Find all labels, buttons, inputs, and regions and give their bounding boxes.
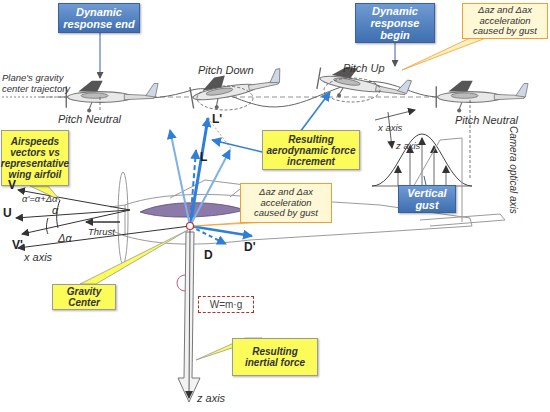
label-text: z axis [396, 140, 420, 151]
stabilizer [420, 214, 505, 226]
plane-pitch-up [316, 62, 412, 109]
pointer [100, 32, 101, 78]
response-end-box: Dynamic response end [58, 3, 140, 33]
label-text: V' [12, 238, 23, 252]
gust-box: Vertical gust [398, 185, 456, 213]
box-text: W=m·g [210, 299, 243, 310]
gust-profile [372, 134, 472, 186]
label-text: L' [212, 112, 222, 126]
label-text: α'=α+Δα [22, 193, 58, 204]
box-text: Gravity Center [56, 286, 112, 308]
label-text: Thrust [88, 226, 115, 237]
box-text: Vertical gust [402, 187, 452, 211]
inertial-force-callout: Resulting inertial force [232, 338, 318, 376]
gust-arrow [410, 146, 411, 186]
label-text: x axis [378, 122, 402, 133]
label-text: Camera optical axis [508, 126, 519, 214]
propeller [118, 172, 128, 264]
weight-box: W=m·g [198, 296, 254, 313]
pointer [300, 92, 330, 132]
label-text: z axis [197, 392, 225, 404]
label-text: Pitch Down [198, 64, 254, 76]
x-axis-small [375, 110, 415, 120]
label-text: Plane's gravity center trajectory [2, 72, 74, 94]
gust-arrow [422, 138, 423, 186]
box-text: Δaz and Δax acceleration caused by gust [244, 187, 328, 218]
box-text: Resulting aerodynamic force increment [266, 134, 356, 167]
pointer [80, 230, 188, 284]
optical-axis [100, 97, 101, 112]
pointer [212, 140, 262, 152]
box-text: Airspeeds vectors vs representative wing… [1, 136, 69, 180]
label-text: Pitch Up [343, 62, 385, 74]
label-text: x axis [24, 251, 52, 263]
box-text: Resulting inertial force [236, 346, 314, 368]
airspeed-callout: Airspeeds vectors vs representative wing… [1, 130, 69, 186]
pitch-arcs [100, 78, 470, 180]
label-text: D' [244, 240, 256, 254]
plane-neutral-right [436, 81, 528, 113]
trajectory-tail [0, 97, 60, 98]
response-begin-box: Dynamic response begin [355, 3, 435, 43]
box-text: Dynamic response begin [359, 5, 431, 41]
label-text: V [8, 178, 16, 192]
label-text: α [52, 204, 58, 216]
box-text: Δaz and Δax acceleration caused by gust [466, 5, 544, 36]
label-text: U [3, 206, 12, 220]
gust-arrow [446, 166, 447, 186]
label-text: D [204, 248, 213, 262]
gust-callout: Δaz and Δax acceleration caused by gust [462, 3, 548, 39]
label-text: Δα [58, 232, 72, 244]
force-increment [170, 130, 190, 226]
acceleration-callout: Δaz and Δax acceleration caused by gust [240, 183, 332, 223]
pointer [424, 176, 426, 185]
label-text: Pitch Neutral [58, 113, 121, 125]
drag-prime [190, 226, 252, 236]
pitch-arc [197, 86, 253, 110]
angle-arc [47, 218, 49, 234]
gust-curve [372, 134, 472, 186]
gravity-center-callout: Gravity Center [52, 284, 116, 310]
optical-axis [470, 100, 471, 180]
label-text: L [200, 150, 207, 164]
gravity-center-mark [187, 223, 194, 230]
thrust-arrow [86, 221, 120, 223]
pitch-arc [324, 78, 380, 102]
force-callout: Resulting aerodynamic force increment [262, 130, 360, 170]
force-increment [190, 150, 230, 226]
plane-neutral-left [66, 81, 158, 113]
callout-pointers [30, 32, 486, 360]
gust-arrow [398, 166, 399, 186]
vector-v [18, 190, 130, 210]
box-text: Dynamic response end [62, 6, 136, 30]
z-axis [189, 230, 190, 398]
label-text: Pitch Neutral [455, 114, 518, 126]
